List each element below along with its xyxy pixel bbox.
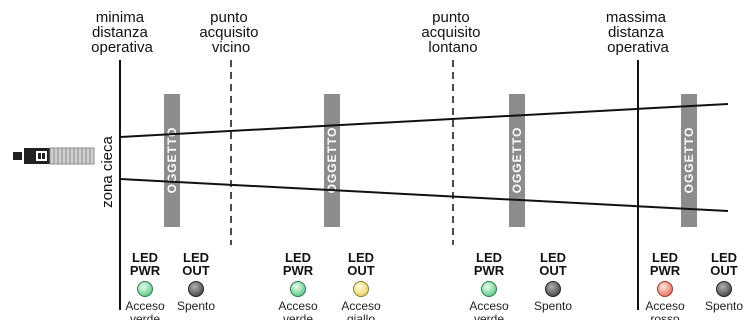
object-2-label: OGGETTO [325, 127, 339, 194]
beam-lower-line [119, 178, 729, 212]
near-point-label: punto acquisito vicino [199, 9, 262, 56]
led-out-indicator-icon [716, 281, 732, 297]
led-out-indicator-icon [545, 281, 561, 297]
object-2: OGGETTO [324, 94, 340, 227]
object-3-label: OGGETTO [510, 127, 524, 194]
object-1-label: OGGETTO [165, 127, 179, 194]
led-pwr-indicator-icon [657, 281, 673, 297]
led-out-status: Spento [177, 299, 215, 313]
led-pwr-indicator-icon [137, 281, 153, 297]
led-pwr-indicator-icon [481, 281, 497, 297]
object-1: OGGETTO [164, 94, 180, 227]
object-3: OGGETTO [509, 94, 525, 227]
led-out-indicator-icon [188, 281, 204, 297]
led-pwr-indicator-icon [290, 281, 306, 297]
far-point-label: punto acquisito lontano [421, 9, 484, 56]
led-out-status: Spento [705, 299, 743, 313]
beam-upper-line [119, 103, 729, 138]
min-distance-label: minima distanza operativa [91, 9, 153, 56]
led-out-indicator-icon [353, 281, 369, 297]
max-distance-label: massima distanza operativa [606, 9, 670, 56]
object-4: OGGETTO [681, 94, 697, 227]
blind-zone-label: zona cieca [99, 135, 116, 207]
object-4-label: OGGETTO [682, 127, 696, 194]
sensor-device-icon [13, 147, 95, 165]
led-out-status: Spento [534, 299, 572, 313]
